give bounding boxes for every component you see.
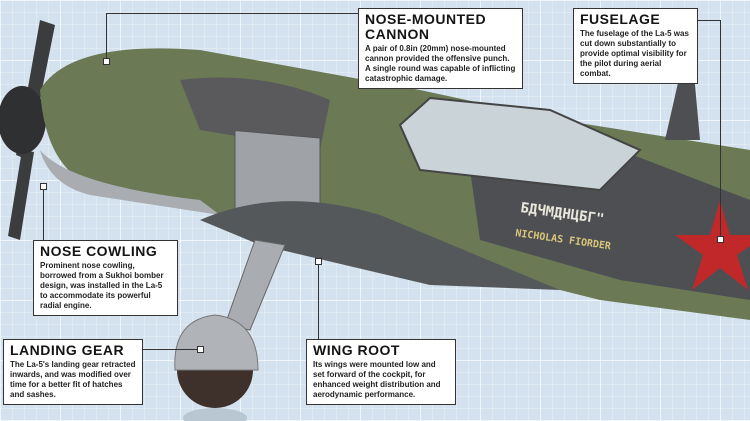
landing-gear-hatch [174, 314, 259, 371]
callout-title: LANDING GEAR [10, 342, 125, 358]
wing [200, 201, 560, 290]
leader-line [43, 185, 44, 240]
leader-line [143, 349, 200, 350]
callout-text: Its wings were mounted low and set forwa… [313, 360, 441, 399]
callout-title-line: NOSE-MOUNTED [365, 11, 487, 27]
canopy [398, 96, 642, 192]
callout-dot [40, 183, 47, 190]
leader-line [720, 20, 721, 238]
callout-text: Prominent nose cowling, borrowed from a … [40, 261, 164, 310]
callout-text: A pair of 0.8in (20mm) nose-mounted cann… [365, 44, 516, 83]
callout-fuselage: FUSELAGE The fuselage of the La-5 was cu… [573, 8, 698, 84]
callout-title: NOSE COWLING [40, 243, 158, 259]
callout-dot [197, 346, 204, 353]
wheel-reflection [183, 408, 247, 421]
callout-dot [103, 58, 110, 65]
leader-line [698, 20, 720, 21]
callout-dot [315, 258, 322, 265]
callout-title: WING ROOT [313, 342, 400, 358]
callout-wing-root: WING ROOT Its wings were mounted low and… [306, 339, 456, 405]
callout-title-line: CANNON [365, 26, 430, 42]
callout-title: FUSELAGE [580, 11, 661, 27]
spinner-icon [0, 86, 46, 154]
callout-landing-gear: LANDING GEAR The La-5's landing gear ret… [3, 339, 143, 405]
leader-line [106, 13, 358, 14]
callout-text: The La-5's landing gear retracted inward… [10, 360, 136, 399]
red-star-icon [675, 200, 750, 290]
leader-line [106, 13, 107, 60]
callout-text: The fuselage of the La-5 was cut down su… [580, 29, 689, 78]
leader-line [318, 262, 319, 339]
camo-patch [180, 77, 330, 150]
callout-dot [717, 236, 724, 243]
propeller-blade [8, 150, 34, 240]
callout-nose-cowling: NOSE COWLING Prominent nose cowling, bor… [33, 240, 178, 316]
nose-cowling [40, 150, 220, 215]
landing-gear-strut [224, 239, 286, 331]
camo-patch [470, 150, 750, 300]
